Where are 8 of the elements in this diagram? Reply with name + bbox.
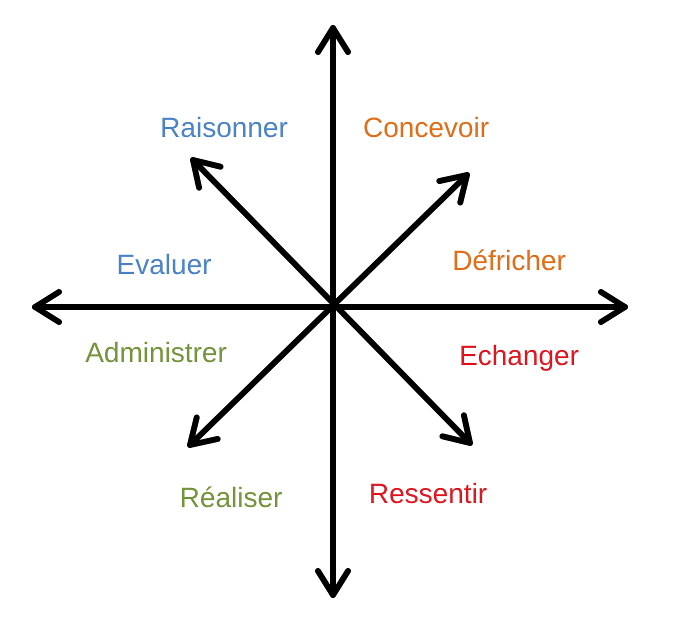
sector-label: Concevoir	[362, 112, 490, 144]
sector-label: Défricher	[452, 244, 566, 278]
sector-label: Réaliser	[180, 482, 282, 514]
sector-label: Echanger	[459, 340, 579, 372]
sector-label: Ressentir	[368, 478, 488, 510]
sector-label: Raisonner	[160, 112, 288, 144]
sector-label: Administrer	[85, 336, 227, 370]
sector-label: Evaluer	[116, 248, 212, 282]
